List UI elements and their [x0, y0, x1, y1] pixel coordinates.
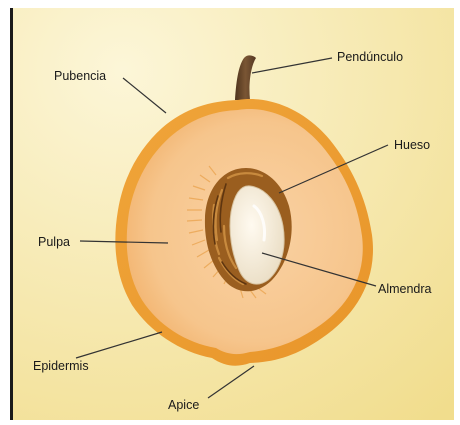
label-peduncle: Pendúnculo: [337, 50, 403, 64]
label-stone: Hueso: [394, 138, 430, 152]
label-pulp: Pulpa: [38, 235, 70, 249]
label-kernel: Almendra: [378, 282, 432, 296]
label-pubescence: Pubencia: [54, 69, 106, 83]
label-epidermis: Epidermis: [33, 359, 89, 373]
label-apex: Apice: [168, 398, 199, 412]
